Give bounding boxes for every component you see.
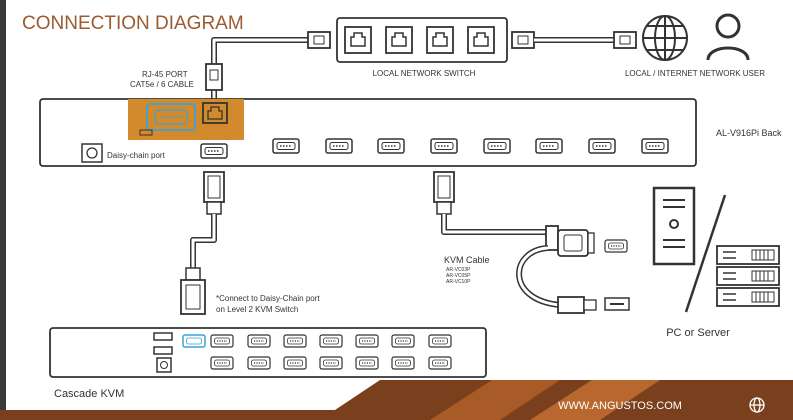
switch-port-4 bbox=[467, 26, 495, 54]
user-icon bbox=[706, 13, 750, 61]
cascade-kvm-label: Cascade KVM bbox=[54, 388, 124, 400]
vga-port-7 bbox=[588, 138, 616, 154]
network-switch bbox=[336, 17, 508, 63]
cascade-port-4 bbox=[319, 334, 343, 348]
pc-tower-icon bbox=[652, 186, 696, 266]
cascade-port-7 bbox=[428, 334, 452, 348]
rj45-plug-switch-left bbox=[307, 31, 331, 49]
daisy-chain-port bbox=[200, 143, 228, 159]
connect-note-line-1: *Connect to Daisy-Chain port bbox=[216, 294, 320, 303]
cascade-port-1 bbox=[210, 334, 234, 348]
cascade-port-2 bbox=[247, 334, 271, 348]
vga-port-8 bbox=[641, 138, 669, 154]
network-user-label: LOCAL / INTERNET NETWORK USER bbox=[625, 69, 765, 78]
cascade-port-11 bbox=[319, 356, 343, 370]
cable-rj45-to-switch-inner bbox=[212, 38, 310, 105]
rj45-plug-switch-right bbox=[511, 31, 535, 49]
page-title: CONNECTION DIAGRAM bbox=[22, 13, 244, 34]
rj45-port-label: RJ-45 PORT bbox=[142, 70, 188, 79]
vga-port-4 bbox=[430, 138, 458, 154]
rj45-plug-user bbox=[613, 31, 637, 49]
pc-vga-port bbox=[604, 239, 628, 253]
cascade-daisy-in-port bbox=[182, 334, 206, 348]
cascade-port-8 bbox=[210, 356, 234, 370]
network-switch-label: LOCAL NETWORK SWITCH bbox=[373, 69, 476, 78]
footer-band bbox=[0, 380, 793, 420]
switch-port-1 bbox=[344, 26, 372, 54]
usb-icon bbox=[557, 296, 585, 314]
rj45-cable-label: CAT5e / 6 CABLE bbox=[130, 80, 194, 89]
cascade-port-9 bbox=[247, 356, 271, 370]
pc-or-server-label: PC or Server bbox=[666, 327, 730, 339]
cascade-usb-port-1 bbox=[153, 332, 173, 341]
connect-note-line-2: on Level 2 KVM Switch bbox=[216, 305, 298, 314]
power-switch bbox=[81, 143, 103, 163]
cascade-usb-port-2 bbox=[153, 346, 173, 355]
website-link[interactable]: WWW.ANGUSTOS.COM bbox=[558, 400, 682, 412]
cascade-port-14 bbox=[428, 356, 452, 370]
rj45-plug-device bbox=[205, 63, 223, 91]
cascade-port-12 bbox=[355, 356, 379, 370]
server-rack-icon bbox=[716, 245, 780, 307]
vga-port-6 bbox=[535, 138, 563, 154]
device-back-label: AL-V916Pi Back bbox=[716, 128, 782, 138]
kvm-model-1: AR-VC03P bbox=[446, 267, 471, 273]
daisy-chain-cable bbox=[180, 171, 225, 315]
kvm-model-2: AR-VC05P bbox=[446, 273, 471, 279]
left-edge-bar bbox=[0, 0, 6, 420]
vga-port-1 bbox=[272, 138, 300, 154]
cascade-port-5 bbox=[355, 334, 379, 348]
cascade-port-13 bbox=[391, 356, 415, 370]
kvm-cable bbox=[433, 171, 597, 314]
cascade-port-3 bbox=[283, 334, 307, 348]
switch-port-3 bbox=[426, 26, 454, 54]
kvm-cable-label: KVM Cable bbox=[444, 255, 490, 265]
cascade-port-10 bbox=[283, 356, 307, 370]
kvm-model-3: AR-VC10P bbox=[446, 279, 471, 285]
switch-port-2 bbox=[385, 26, 413, 54]
cascade-power-switch bbox=[156, 357, 172, 373]
vga-port-5 bbox=[483, 138, 511, 154]
website-globe-icon bbox=[749, 397, 765, 413]
vga-port-3 bbox=[377, 138, 405, 154]
rj45-port-icon bbox=[202, 102, 228, 124]
daisy-chain-port-label: Daisy-chain port bbox=[107, 151, 166, 160]
cable-rj45-to-switch-outer bbox=[211, 37, 310, 105]
globe-icon bbox=[642, 15, 688, 61]
highlighted-vga-port bbox=[146, 103, 196, 131]
cascade-port-6 bbox=[391, 334, 415, 348]
vga-port-2 bbox=[325, 138, 353, 154]
or-divider bbox=[684, 194, 727, 313]
vga-connector-icon bbox=[557, 229, 589, 257]
